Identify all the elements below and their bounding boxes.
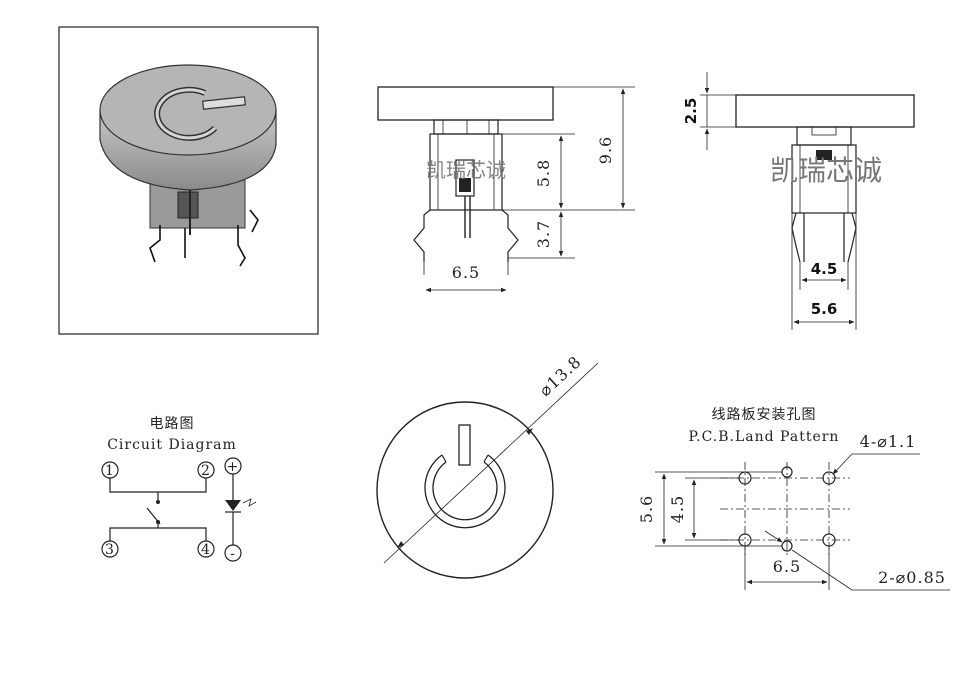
watermark-side: 凯瑞芯诚 — [426, 158, 506, 182]
pin-3-label: 3 — [105, 542, 115, 558]
dim-total-height: 9.6 — [596, 136, 615, 164]
dim-land-width: 6.5 — [773, 557, 801, 576]
right-cap — [735, 94, 915, 128]
land-pattern: 线路板安装孔图 P.C.B.Land Pattern 5.6 4.5 6.5 — [637, 407, 950, 591]
pin-2-label: 2 — [201, 463, 211, 479]
land-title-en: P.C.B.Land Pattern — [689, 429, 840, 445]
circuit-title-en: Circuit Diagram — [107, 437, 237, 453]
dim-cap-height: 2.5 — [682, 98, 700, 125]
switch-3d-render — [99, 64, 277, 267]
led-diode-icon — [225, 500, 241, 511]
note-large-holes: 4-⌀1.1 — [860, 432, 917, 451]
side-view: 5.8 3.7 9.6 6.5 凯瑞芯诚 — [377, 86, 635, 293]
circuit-diagram: 电路图 Circuit Diagram 1 2 3 4 + - — [101, 416, 257, 562]
hole-large — [822, 471, 836, 485]
pin-1-label: 1 — [105, 463, 115, 479]
led-plus-label: + — [227, 459, 240, 475]
perspective-frame — [58, 26, 319, 335]
dim-stem-height: 5.8 — [534, 159, 553, 187]
dim-land-height-outer: 5.6 — [637, 495, 656, 523]
note-small-holes: 2-⌀0.85 — [878, 568, 946, 587]
led-minus-label: - — [230, 546, 236, 562]
right-body — [791, 144, 857, 214]
led-cathode-terminal — [224, 544, 242, 562]
perspective-view — [58, 26, 319, 335]
dim-pin-height: 3.7 — [534, 220, 553, 248]
dim-land-height-inner: 4.5 — [668, 495, 687, 523]
dim-outer-width: 5.6 — [811, 300, 838, 318]
side-body — [429, 133, 503, 211]
dim-diameter: ⌀13.8 — [535, 352, 585, 400]
top-view: ⌀13.8 — [376, 352, 599, 579]
right-view: 2.5 4.5 5.6 凯瑞芯诚 — [682, 72, 915, 330]
side-cap — [377, 86, 554, 121]
dim-inner-width: 4.5 — [811, 260, 838, 278]
watermark-right: 凯瑞芯诚 — [770, 154, 882, 187]
power-icon — [458, 424, 471, 466]
pin-4-label: 4 — [201, 542, 211, 558]
land-title-cn: 线路板安装孔图 — [712, 407, 817, 423]
circuit-title-cn: 电路图 — [150, 416, 195, 432]
dim-side-width: 6.5 — [452, 263, 480, 282]
